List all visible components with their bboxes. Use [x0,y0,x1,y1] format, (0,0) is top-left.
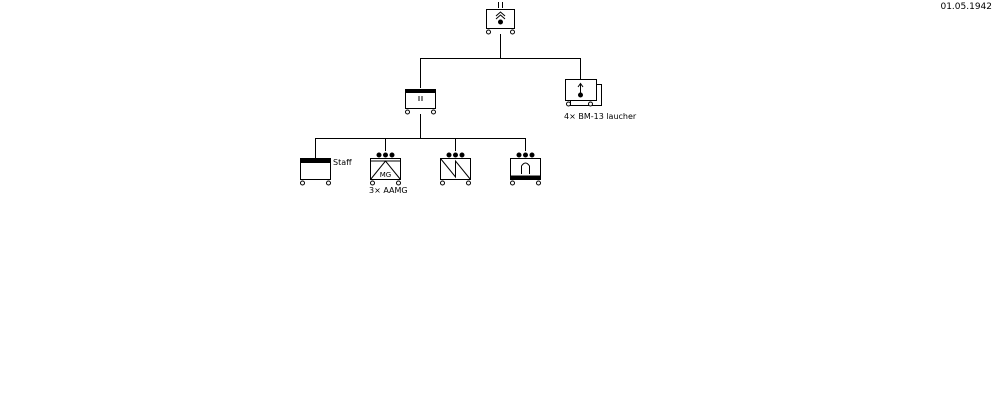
wheel-icon [370,180,375,186]
wheel-icon [588,101,593,107]
wheel-icon [510,29,515,35]
signal-frame [440,158,471,180]
staff-company[interactable] [300,158,331,186]
hq-frame [486,9,515,29]
company-echelon-dots [446,152,465,158]
date-label: 01.05.1942 [940,2,992,12]
wheel-icon [440,180,445,186]
supply-company-icon [521,162,530,174]
rocket-unit[interactable] [565,79,602,107]
battalion-echelon-mark [418,96,423,101]
company-echelon-dots [516,152,535,158]
aa-machinegun-company-icon [370,160,401,180]
supply-company[interactable] [510,152,541,186]
motorized-battalion-icon [405,89,436,93]
rocket-launcher-icon [577,82,584,98]
hq-connector [420,34,581,88]
staff-company-icon [300,158,331,163]
wheel-icon [300,180,305,186]
wheel-icon [466,180,471,186]
battalion-connector [315,114,526,158]
aamg-inner-label: MG [380,171,391,179]
wheel-icon [396,180,401,186]
wheel-icon [510,180,515,186]
aamg-frame [370,158,401,180]
battalion-unit[interactable] [405,89,436,115]
hq-echelon-mark [498,2,503,8]
aamg-label: 3× AAMG [369,186,408,195]
aa-machinegun-company[interactable] [370,152,401,186]
wheel-icon [486,29,491,35]
signal-company-icon [440,158,471,180]
wheel-icon [431,109,436,115]
mortar-hq-icon [495,11,506,25]
wheel-icon [566,101,571,107]
wheel-icon [405,109,410,115]
wheel-icon [536,180,541,186]
supply-bar [510,175,541,180]
rocket-label: 4× BM-13 laucher [564,112,637,121]
signal-company[interactable] [440,152,471,186]
wheel-icon [326,180,331,186]
company-echelon-dots [376,152,395,158]
staff-label: Staff [333,158,352,167]
hq-unit[interactable] [486,2,515,35]
